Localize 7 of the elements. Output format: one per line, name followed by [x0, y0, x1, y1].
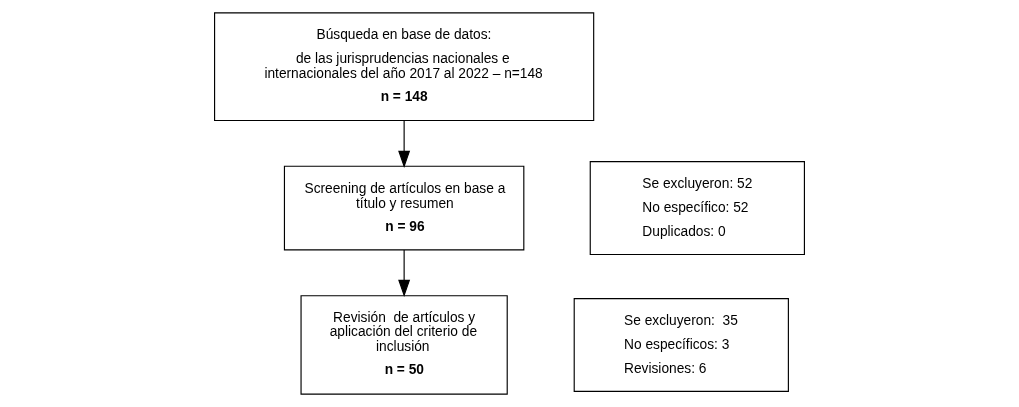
- node-box: Se excluyeron: 52 No específico: 52 Duplicados: 0: [589, 161, 805, 256]
- node-box: Screening de artículos en base a título y resumen n = 96: [283, 165, 525, 251]
- node-box: Búsqueda en base de datos: de las jurisprudencias nacionales e internacionales del año 2017 al 2022 – n=148 n = 148: [214, 12, 595, 122]
- node-box: Revisión de artículos y aplicación del criterio de inclusión n = 50: [300, 295, 508, 395]
- arrow: [398, 119, 411, 168]
- arrow: [398, 249, 411, 297]
- node-box: Se excluyeron: 35 No específicos: 3 Revisiones: 6: [573, 298, 789, 392]
